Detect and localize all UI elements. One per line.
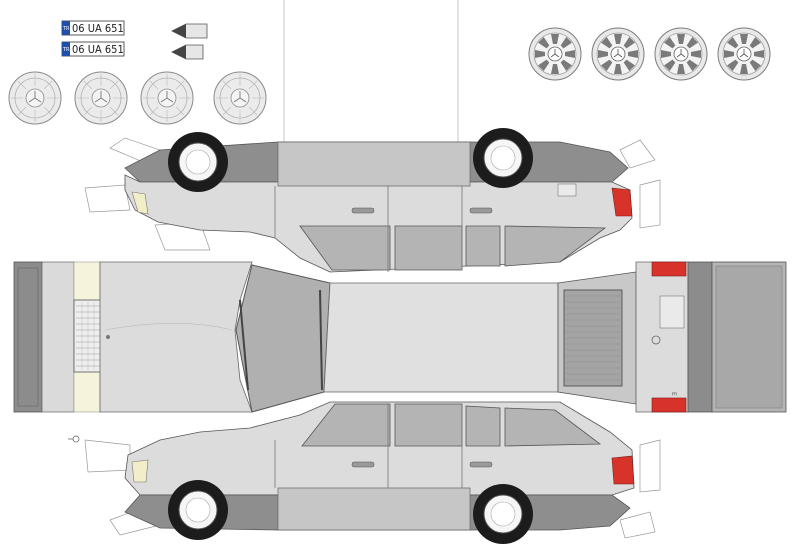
mirror-icon <box>171 44 204 60</box>
hubcap-icon <box>213 71 267 125</box>
plate-country-code: TR <box>62 47 70 53</box>
top-panel: E 300 <box>13 261 787 413</box>
license-plate-rear: TR 06 UA 651 <box>61 41 125 57</box>
alloy-wheel-icon <box>654 27 708 81</box>
hubcap-icon <box>140 71 194 125</box>
mirror-icon <box>171 23 208 39</box>
alloy-wheel-icon <box>717 27 771 81</box>
mercedes-star-icon <box>651 335 661 345</box>
license-plate-front: TR 06 UA 651 <box>61 20 125 36</box>
plate-number: 06 UA 651 <box>72 22 124 35</box>
fold-guides <box>283 0 459 142</box>
plate-country-strip <box>62 42 70 56</box>
alloy-wheel-icon <box>591 27 645 81</box>
mercedes-star-icon <box>106 335 110 339</box>
side-panel-upper <box>84 127 661 273</box>
hubcap-icon <box>8 71 62 125</box>
plate-country-strip <box>62 21 70 35</box>
grille <box>73 299 103 373</box>
key-icon <box>68 435 80 443</box>
side-panel-lower <box>84 401 661 545</box>
plate-country-code: TR <box>62 26 70 32</box>
hubcap-icon <box>74 71 128 125</box>
alloy-wheel-icon <box>528 27 582 81</box>
plate-number: 06 UA 651 <box>72 43 124 56</box>
